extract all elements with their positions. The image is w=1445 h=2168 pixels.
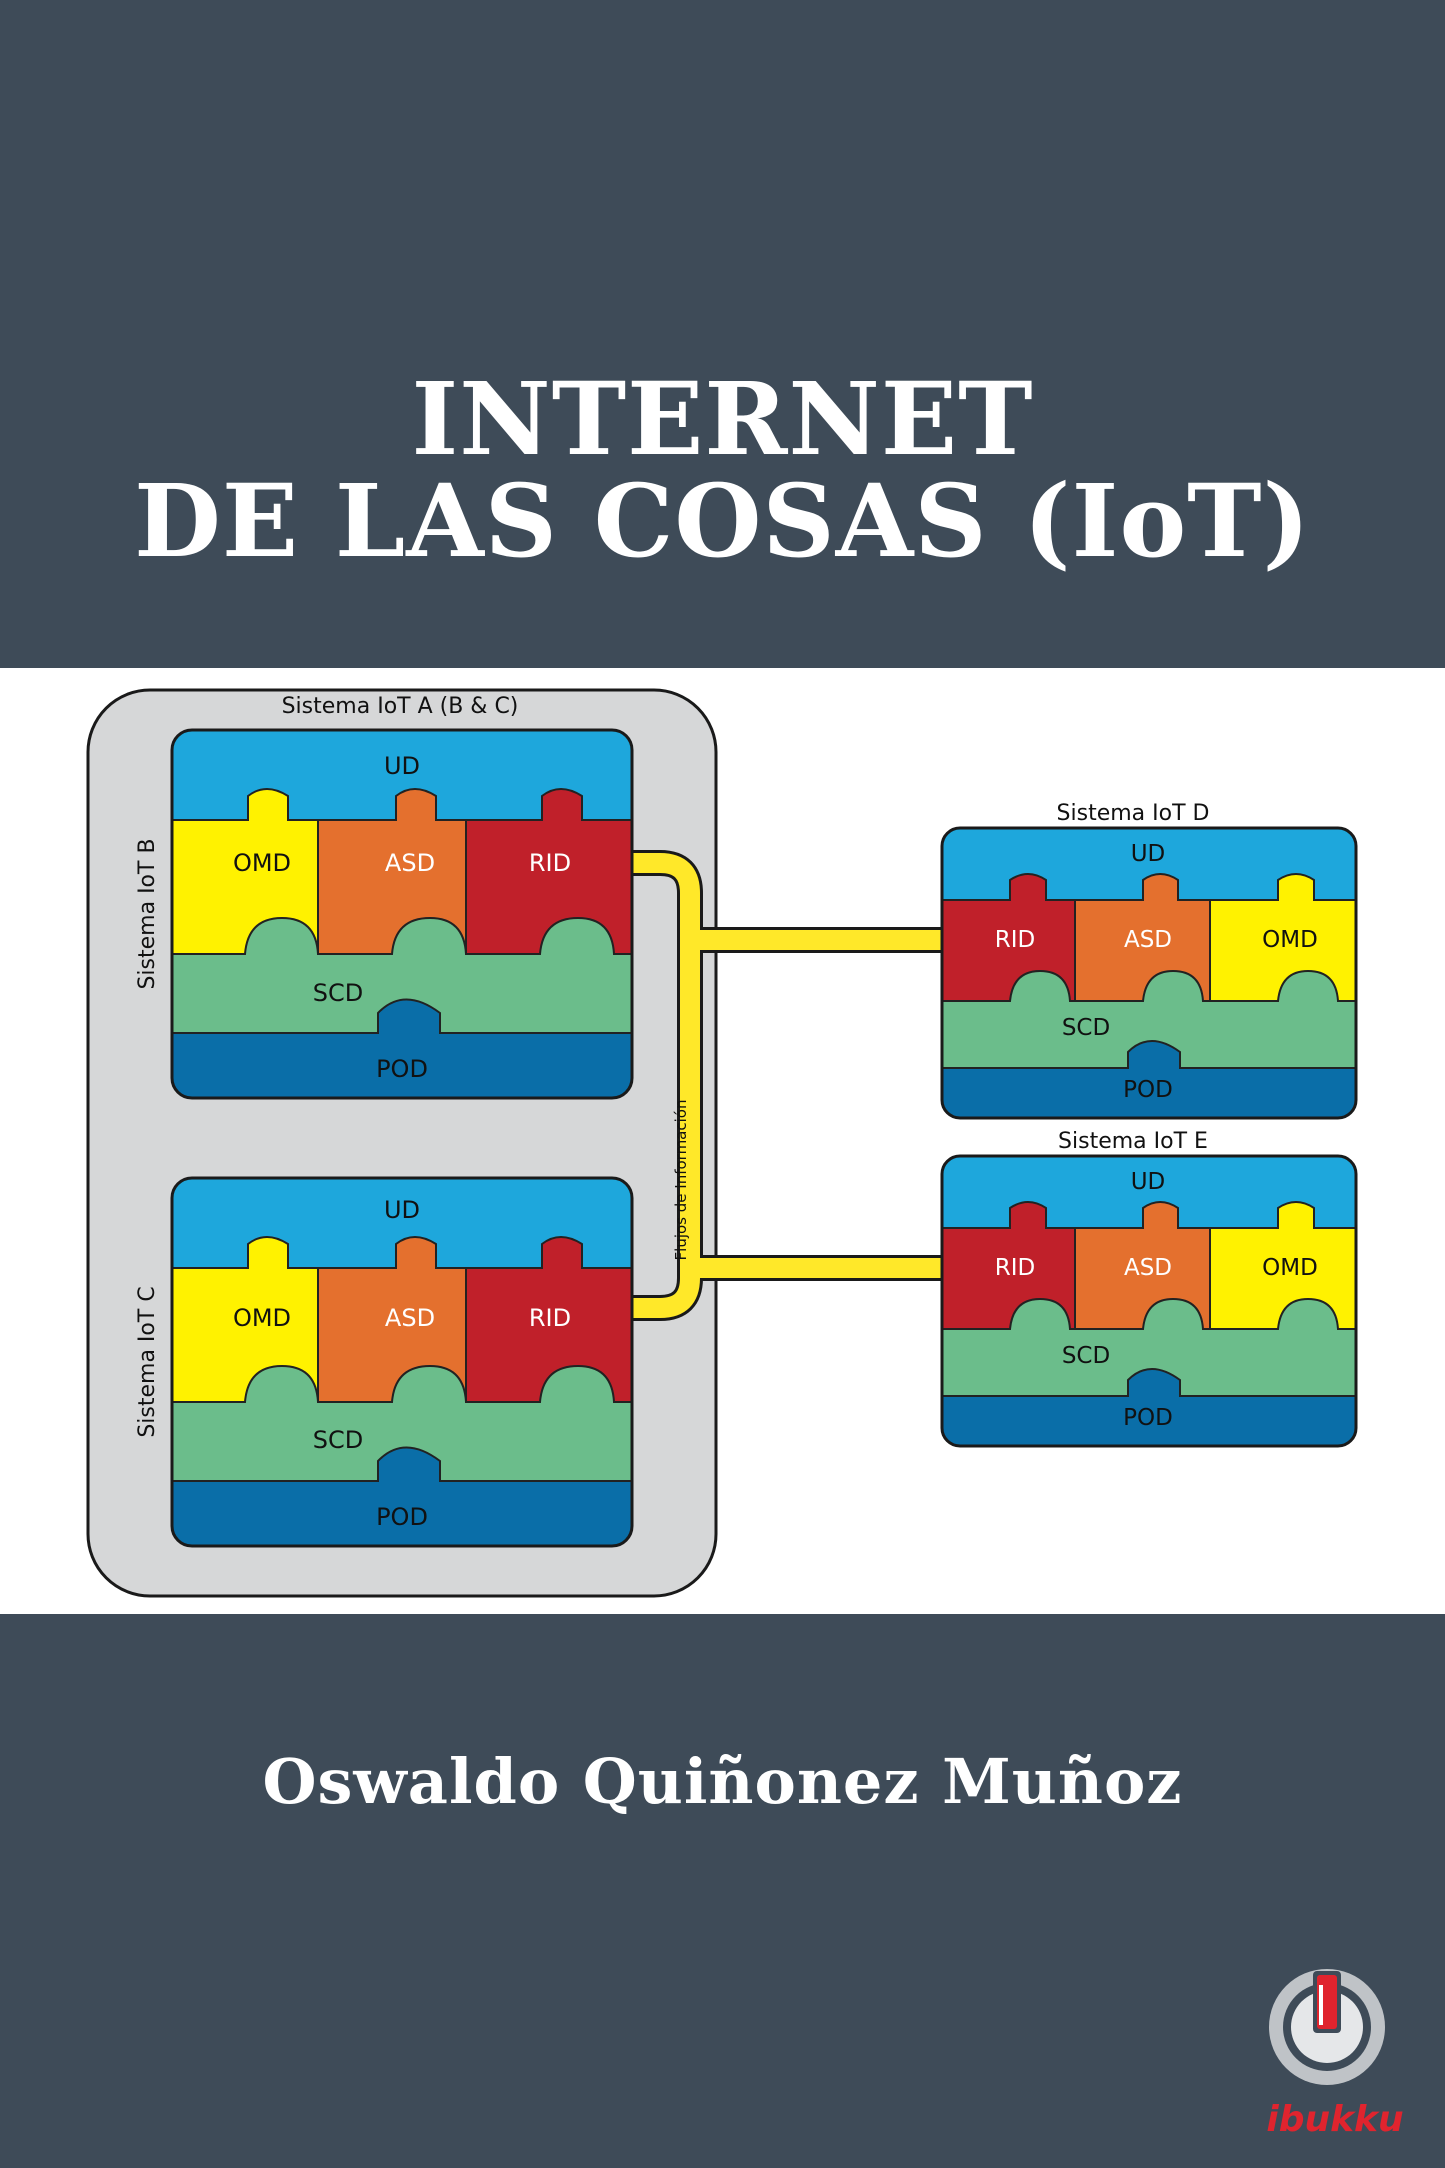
ud-label: UD [1131, 1169, 1166, 1195]
rid-label: RID [995, 927, 1035, 953]
system-e-label: Sistema IoT E [1058, 1129, 1208, 1154]
scd-layer [942, 969, 1356, 1069]
system-d-label: Sistema IoT D [1057, 801, 1210, 826]
system-c: UD OMD ASD RID SCD POD Sistema IoT C [135, 1176, 634, 1548]
scd-label: SCD [313, 979, 363, 1007]
scd-label: SCD [1062, 1343, 1110, 1369]
system-d: Sistema IoT D UD RID ASD OMD SCD POD [940, 801, 1358, 1120]
system-b-label: Sistema IoT B [135, 838, 160, 989]
omd-label: OMD [1262, 1255, 1318, 1281]
diagram-band: Sistema IoT A (B & C) Flujos de Informac… [0, 668, 1445, 1614]
omd-label: OMD [1262, 927, 1318, 953]
pod-layer [942, 1040, 1356, 1118]
pod-label: POD [1123, 1405, 1173, 1431]
scd-label: SCD [1062, 1015, 1110, 1041]
outer-system-label: Sistema IoT A (B & C) [282, 694, 519, 719]
pod-layer [942, 1368, 1356, 1446]
scd-layer [942, 1297, 1356, 1397]
flow-label: Flujos de Información [672, 1100, 690, 1261]
information-flow-connector [579, 850, 998, 1321]
pod-layer [172, 998, 632, 1098]
scd-label: SCD [313, 1426, 363, 1454]
publisher-logo: ibukku [1255, 1955, 1415, 2145]
asd-label: ASD [385, 849, 435, 877]
asd-label: ASD [385, 1304, 435, 1332]
iot-systems-diagram: Sistema IoT A (B & C) Flujos de Informac… [86, 688, 1358, 1598]
system-b: UD OMD ASD RID SCD POD Sistema IoT B [135, 728, 634, 1100]
power-icon: ibukku [1266, 1969, 1404, 2140]
ud-label: UD [384, 752, 420, 780]
rid-piece [465, 788, 632, 955]
pod-label: POD [376, 1055, 428, 1083]
asd-label: ASD [1124, 1255, 1172, 1281]
ud-label: UD [384, 1196, 420, 1224]
book-title-line-1: INTERNET [411, 360, 1034, 478]
omd-label: OMD [233, 1304, 291, 1332]
rid-label: RID [529, 849, 571, 877]
rid-piece [465, 1236, 632, 1403]
publisher-logo-text: ibukku [1266, 2099, 1403, 2140]
ud-label: UD [1131, 841, 1166, 867]
system-c-label: Sistema IoT C [135, 1286, 160, 1437]
title-area: INTERNET DE LAS COSAS (IoT) [0, 0, 1445, 668]
author-name: Oswaldo Quiñonez Muñoz [262, 1745, 1183, 1818]
pod-layer [172, 1446, 632, 1546]
rid-label: RID [995, 1255, 1035, 1281]
asd-label: ASD [1124, 927, 1172, 953]
omd-label: OMD [233, 849, 291, 877]
rid-label: RID [529, 1304, 571, 1332]
system-e: Sistema IoT E UD RID ASD OMD SCD POD [940, 1129, 1358, 1448]
omd-piece [1209, 1201, 1356, 1330]
pod-label: POD [1123, 1077, 1173, 1103]
omd-piece [1209, 873, 1356, 1002]
pod-label: POD [376, 1503, 428, 1531]
book-title-line-2: DE LAS COSAS (IoT) [134, 462, 1311, 580]
